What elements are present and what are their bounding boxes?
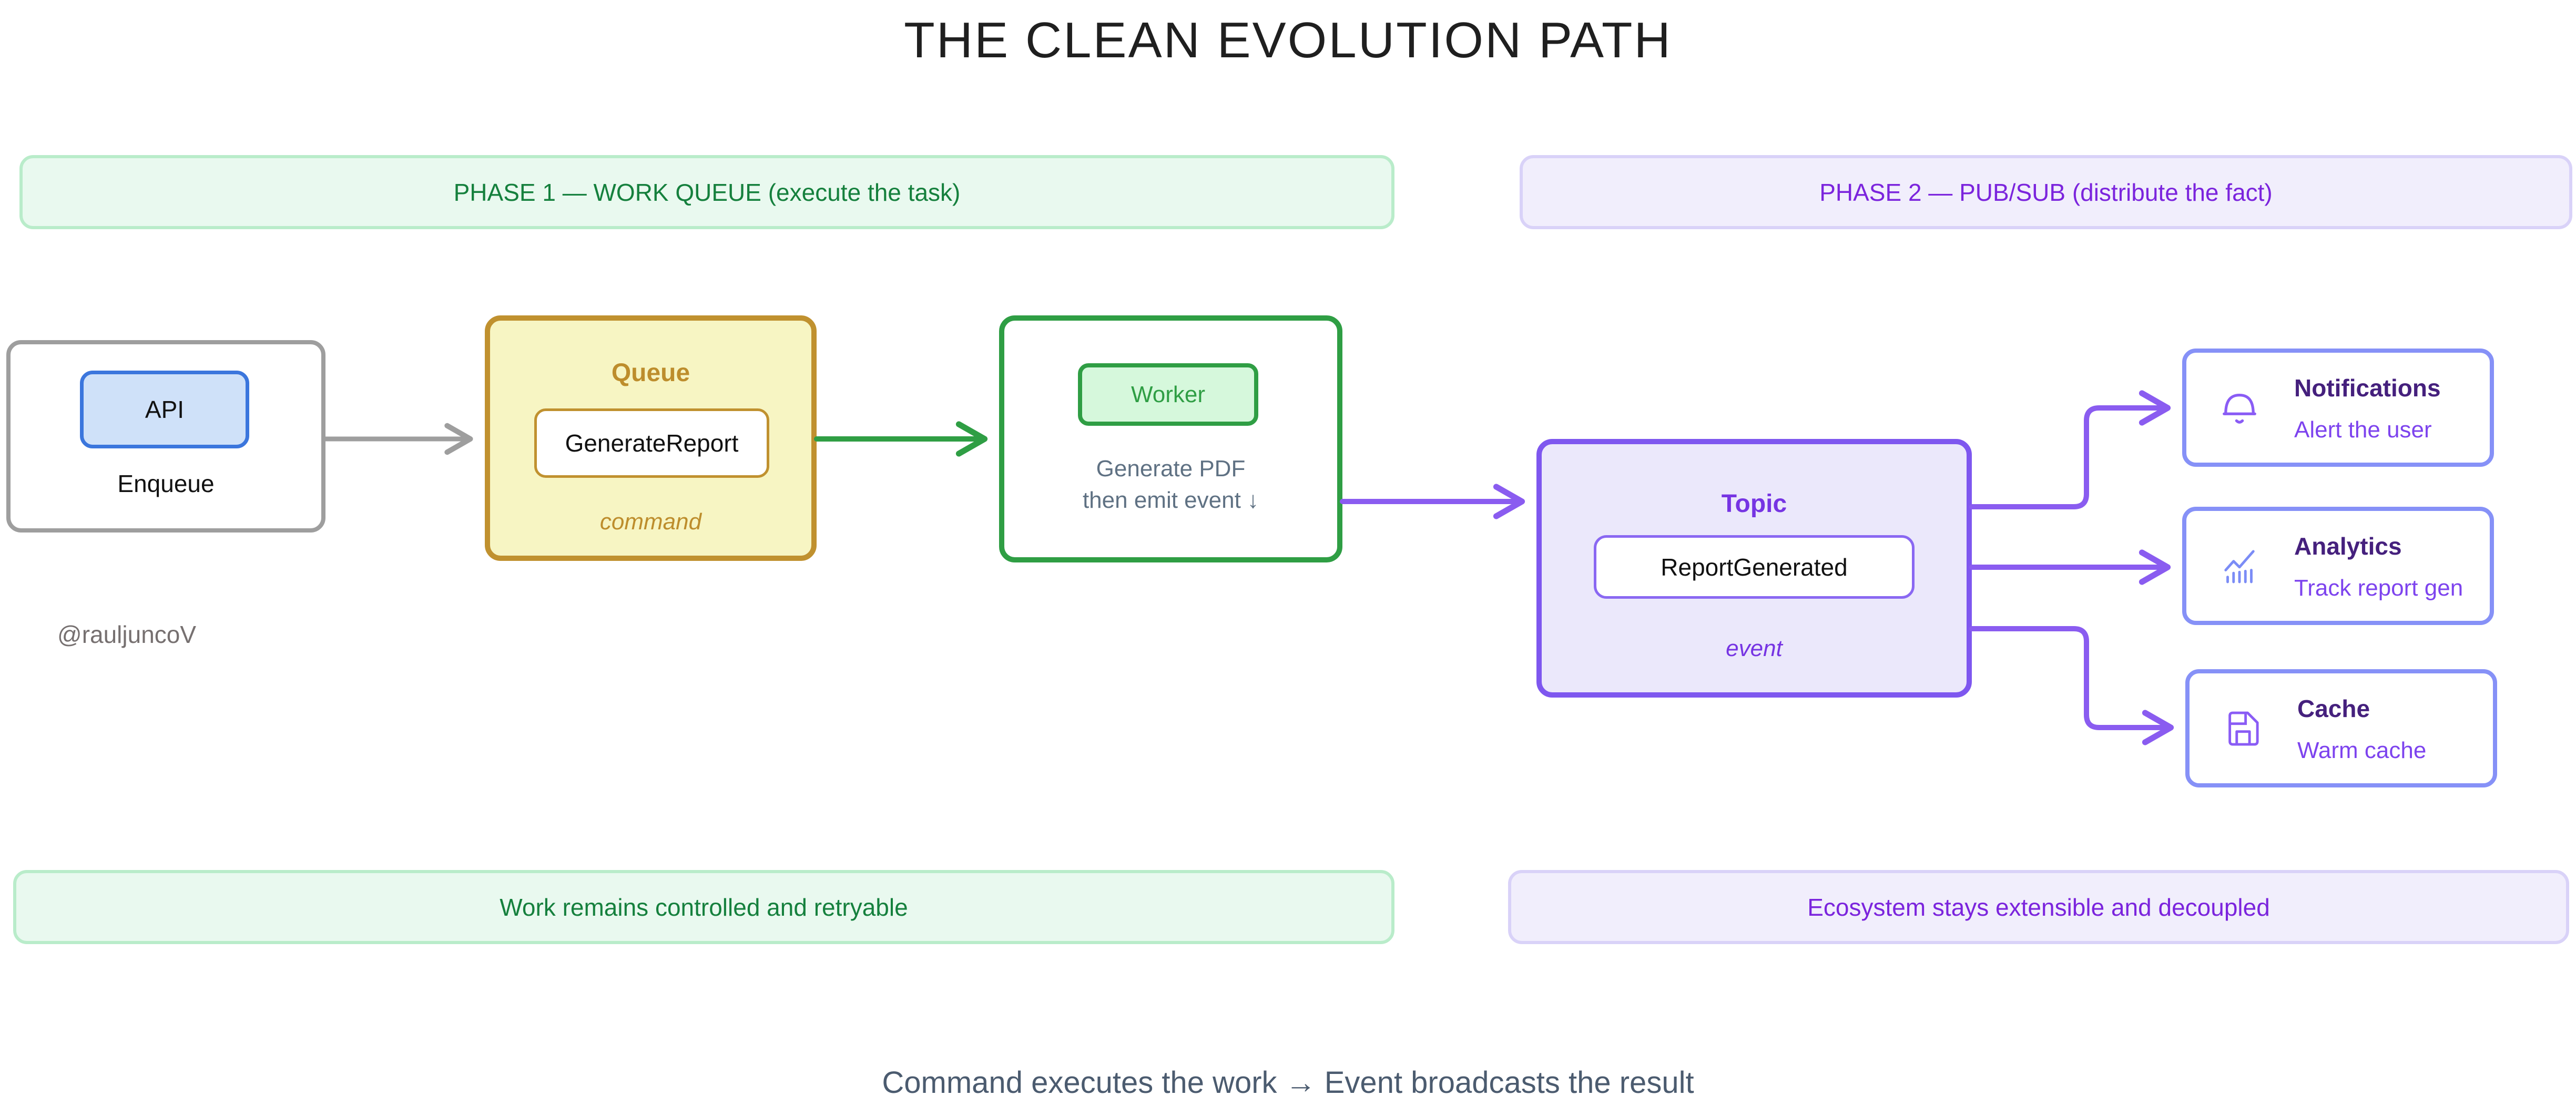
worker-description-line2: then emit event ↓ [1082, 487, 1259, 513]
bottom-caption: Command executes the work → Event broadc… [882, 1066, 1694, 1100]
chart-icon [2224, 549, 2255, 583]
phase1-label: PHASE 1 — WORK QUEUE (execute the task) [453, 178, 961, 206]
analytics-title: Analytics [2294, 533, 2402, 560]
work-queue-footer-banner: Work remains controlled and retryable [13, 870, 1394, 944]
arrow-topic-to-cache [1969, 626, 2174, 745]
work-queue-footer-label: Work remains controlled and retryable [500, 893, 908, 921]
queue-title: Queue [611, 359, 690, 387]
notifications-card: Notifications Alert the user [2182, 349, 2494, 467]
topic-event-chip: ReportGenerated [1594, 535, 1915, 599]
phase2-banner: PHASE 2 — PUB/SUB (distribute the fact) [1520, 155, 2572, 229]
cache-subtitle: Warm cache [2297, 738, 2427, 763]
api-enqueue-label: Enqueue [117, 470, 215, 497]
page-title: THE CLEAN EVOLUTION PATH [904, 12, 1672, 68]
arrow-topic-to-notifications [1969, 390, 2171, 509]
queue-command-tag: command [599, 509, 702, 535]
pubsub-footer-banner: Ecosystem stays extensible and decoupled [1508, 870, 2569, 944]
worker-description-line1: Generate PDF [1096, 456, 1246, 482]
phase1-banner: PHASE 1 — WORK QUEUE (execute the task) [19, 155, 1394, 229]
bell-icon [2223, 393, 2256, 424]
phase2-label: PHASE 2 — PUB/SUB (distribute the fact) [1819, 178, 2273, 206]
cache-title: Cache [2297, 695, 2370, 722]
api-node: API Enqueue [6, 340, 325, 533]
author-watermark: @rauljuncoV [57, 621, 197, 648]
pubsub-footer-label: Ecosystem stays extensible and decoupled [1807, 893, 2270, 921]
worker-chip: Worker [1078, 363, 1258, 426]
topic-title: Topic [1721, 490, 1787, 518]
topic-node: Topic ReportGenerated event [1536, 439, 1972, 698]
analytics-card: Analytics Track report gen [2182, 507, 2494, 625]
notifications-title: Notifications [2294, 374, 2441, 402]
api-chip: API [80, 371, 249, 448]
floppy-disk-icon [2228, 711, 2259, 745]
notifications-subtitle: Alert the user [2294, 417, 2432, 443]
queue-message-chip: GenerateReport [534, 408, 769, 478]
worker-node: Worker Generate PDF then emit event ↓ [999, 315, 1342, 562]
topic-event-tag: event [1726, 636, 1783, 661]
analytics-subtitle: Track report gen [2294, 575, 2463, 601]
worker-description: Generate PDF then emit event ↓ [1004, 453, 1337, 516]
cache-card: Cache Warm cache [2185, 669, 2497, 787]
queue-node: Queue GenerateReport command [485, 315, 817, 561]
